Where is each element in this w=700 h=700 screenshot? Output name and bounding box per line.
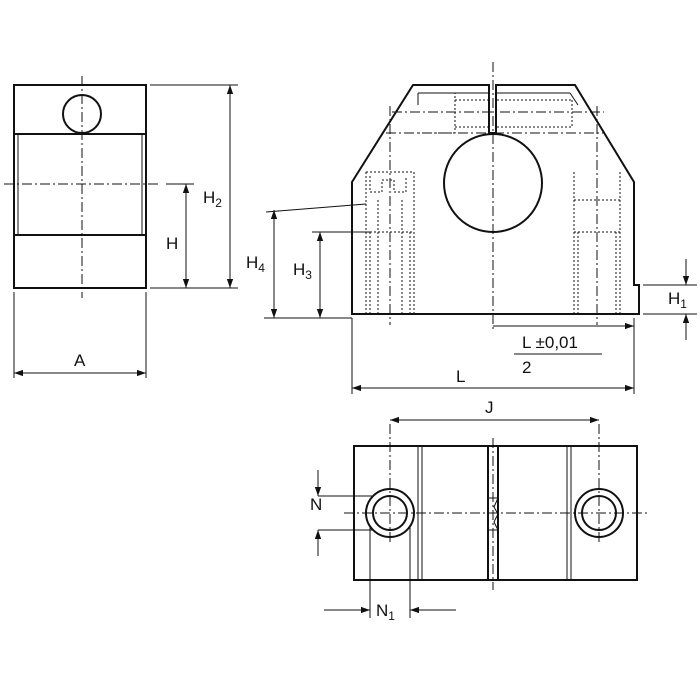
label-h3: H3 <box>293 260 312 282</box>
label-h2: H2 <box>203 188 222 210</box>
label-l: L <box>456 367 465 386</box>
side-view-outline <box>13 84 147 289</box>
label-n: N <box>310 495 322 514</box>
front-view-outline <box>351 84 640 315</box>
hatched-section <box>13 234 147 289</box>
label-n1: N1 <box>376 601 395 623</box>
dimension-h: H <box>166 183 194 288</box>
dimension-h1: H1 <box>643 259 697 340</box>
dimension-n: N <box>310 470 372 556</box>
dimension-h4: H4 <box>246 203 367 319</box>
side-view <box>4 76 160 298</box>
dimension-l: L <box>351 318 634 394</box>
dimension-h2: H2 <box>150 84 238 289</box>
label-h4: H4 <box>246 253 265 275</box>
dimension-a: A <box>13 292 147 378</box>
label-h1: H1 <box>668 289 687 311</box>
dimension-l-half: L ±0,01 2 <box>493 318 635 394</box>
top-view <box>344 424 648 590</box>
label-h: H <box>166 234 178 253</box>
label-a: A <box>74 351 86 370</box>
label-l-half: L ±0,01 <box>522 333 578 352</box>
front-view <box>351 62 640 330</box>
label-l-half-divisor: 2 <box>522 358 531 377</box>
dimension-j: J <box>390 398 599 424</box>
label-j: J <box>485 398 494 417</box>
dimension-h3: H3 <box>293 231 370 318</box>
dimension-n1: N1 <box>324 527 456 623</box>
